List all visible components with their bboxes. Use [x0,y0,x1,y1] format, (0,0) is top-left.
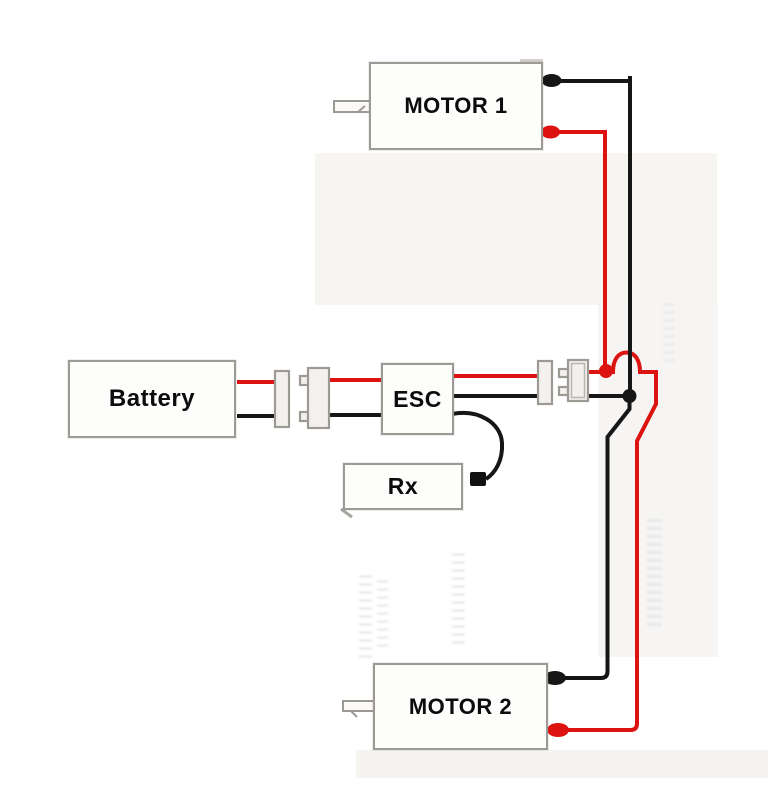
battery-box: Battery [68,360,236,438]
motor1-negative-terminal [541,74,562,87]
esc-box: ESC [381,363,454,435]
servo-plug [470,472,486,486]
connector-socket [536,359,554,406]
motor1-positive-terminal [541,125,560,139]
connector-pin [557,367,570,379]
battery-connector-pair [273,366,331,430]
motor2-positive-terminal [547,723,569,737]
connector-plug-detail [570,362,586,399]
connector-plug [566,358,590,403]
rx-box: Rx [343,463,463,510]
black-wire-motor1-lead [554,76,632,392]
battery-label: Battery [108,385,196,412]
red-wire-motor1-lead [553,130,607,368]
black-wire-junction-to-motor2 [562,398,632,680]
servo-lead [451,411,505,486]
esc-label: ESC [393,385,442,412]
black-junction-dot [622,389,637,403]
connector-plug [306,366,331,430]
motor2-shaft [342,700,376,718]
connector-pin [557,385,570,397]
motor1-box: MOTOR 1 [369,62,543,150]
red-junction-dot [599,364,613,378]
motor2-box: MOTOR 2 [373,663,548,750]
motor1-shaft [333,100,372,113]
motor2-negative-terminal [544,671,566,685]
motor2-label: MOTOR 2 [408,693,513,719]
motor1-label: MOTOR 1 [404,93,508,118]
rx-label: Rx [387,473,419,499]
motor-connector-pair [536,358,590,406]
red-wire-junction-to-motor2-with-hop [564,350,658,732]
connector-socket [273,369,291,429]
pencil-mark [340,507,353,519]
servo-lead-wire [451,411,505,481]
